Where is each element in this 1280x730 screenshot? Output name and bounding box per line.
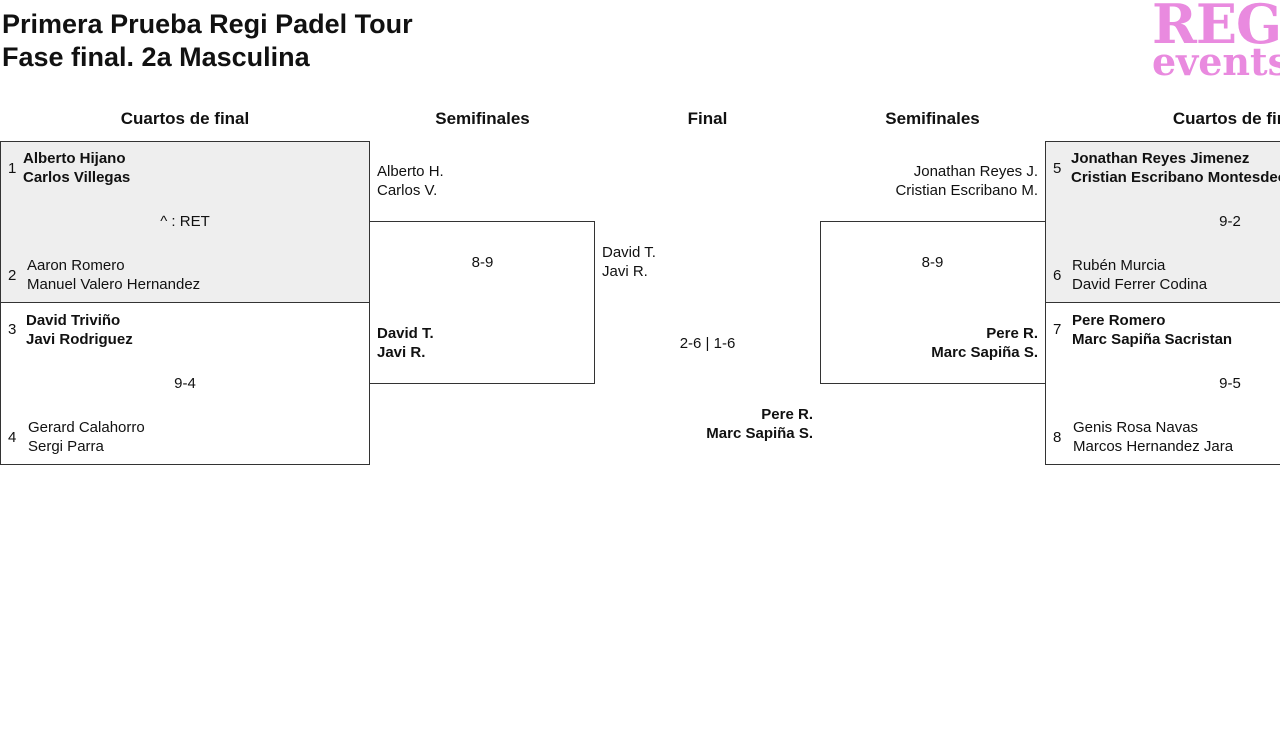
player-name: Alberto H. bbox=[377, 163, 444, 180]
title-line-1: Primera Prueba Regi Padel Tour bbox=[2, 9, 413, 39]
player-name: David Ferrer Codina bbox=[1072, 276, 1208, 293]
seed-6: 6 bbox=[1053, 267, 1062, 284]
header-semifinals-left: Semifinales bbox=[435, 109, 530, 128]
player-name: Cristian Escribano M. bbox=[895, 182, 1038, 199]
qf3-top-team: Jonathan Reyes Jimenez Cristian Escriban… bbox=[1071, 149, 1280, 187]
regi-events-logo: REGI events bbox=[1150, 0, 1280, 86]
page-title: Primera Prueba Regi Padel Tour Fase fina… bbox=[2, 8, 413, 74]
qf3-bottom-team: Rubén Murcia David Ferrer Codina bbox=[1072, 256, 1207, 294]
player-name: Jonathan Reyes J. bbox=[913, 163, 1038, 180]
seed-1: 1 bbox=[8, 160, 17, 177]
sf2-score: 8-9 bbox=[921, 254, 944, 271]
player-name: Sergi Parra bbox=[28, 438, 104, 455]
sf1-bottom-team: David T. Javi R. bbox=[377, 324, 434, 362]
qf2-bottom-team: Gerard Calahorro Sergi Parra bbox=[28, 418, 145, 456]
header-semifinals-right: Semifinales bbox=[885, 109, 980, 128]
title-line-2: Fase final. 2a Masculina bbox=[2, 42, 310, 72]
qf4-top-team: Pere Romero Marc Sapiña Sacristan bbox=[1072, 311, 1232, 349]
seed-8: 8 bbox=[1053, 429, 1062, 446]
header-final: Final bbox=[687, 109, 728, 128]
qf4-bottom-team: Genis Rosa Navas Marcos Hernandez Jara bbox=[1073, 418, 1233, 456]
player-name: Alberto Hijano bbox=[23, 150, 126, 167]
qf1-top-team: Alberto Hijano Carlos Villegas bbox=[23, 149, 130, 187]
player-name: Aaron Romero bbox=[27, 257, 125, 274]
player-name: Carlos V. bbox=[377, 182, 438, 199]
player-name: Pere R. bbox=[986, 325, 1038, 342]
header-quarterfinals-left: Cuartos de final bbox=[120, 109, 250, 128]
player-name: Marc Sapiña S. bbox=[931, 344, 1038, 361]
player-name: Rubén Murcia bbox=[1072, 257, 1166, 274]
seed-5: 5 bbox=[1053, 160, 1062, 177]
player-name: David Triviño bbox=[26, 312, 121, 329]
player-name: Gerard Calahorro bbox=[28, 419, 145, 436]
player-name: Genis Rosa Navas bbox=[1073, 419, 1199, 436]
qf-match-1 bbox=[0, 141, 370, 303]
player-name: Pere R. bbox=[761, 406, 813, 423]
sf1-top-team: Alberto H. Carlos V. bbox=[377, 162, 444, 200]
player-name: Manuel Valero Hernandez bbox=[27, 276, 201, 293]
player-name: Marcos Hernandez Jara bbox=[1073, 438, 1234, 455]
qf2-top-team: David Triviño Javi Rodriguez bbox=[26, 311, 133, 349]
seed-2: 2 bbox=[8, 267, 17, 284]
logo-line-2: events bbox=[1152, 39, 1280, 84]
header-quarterfinals-right: Cuartos de fin bbox=[1172, 109, 1280, 128]
player-name: Pere Romero bbox=[1072, 312, 1166, 329]
seed-4: 4 bbox=[8, 429, 17, 446]
logo-line-1: REGI bbox=[1152, 0, 1280, 56]
sf2-top-team: Jonathan Reyes J. Cristian Escribano M. bbox=[822, 162, 1038, 200]
final-score: 2-6 | 1-6 bbox=[679, 335, 736, 352]
seed-3: 3 bbox=[8, 321, 17, 338]
qf3-score: 9-2 bbox=[1219, 213, 1241, 230]
player-name: Javi R. bbox=[377, 344, 426, 361]
qf-match-3 bbox=[1045, 141, 1280, 303]
player-name: David T. bbox=[377, 325, 434, 342]
sf1-score: 8-9 bbox=[471, 254, 494, 271]
qf1-bottom-team: Aaron Romero Manuel Valero Hernandez bbox=[27, 256, 200, 294]
final-bottom-team: Pere R. Marc Sapiña S. bbox=[600, 405, 813, 443]
sf2-bottom-team: Pere R. Marc Sapiña S. bbox=[822, 324, 1038, 362]
player-name: Javi R. bbox=[602, 263, 648, 280]
player-name: Cristian Escribano Montesdeoca bbox=[1071, 169, 1280, 186]
qf2-score: 9-4 bbox=[174, 375, 196, 392]
player-name: Javi Rodriguez bbox=[26, 331, 133, 348]
sf-match-1 bbox=[369, 221, 595, 384]
qf4-score: 9-5 bbox=[1219, 375, 1241, 392]
player-name: Marc Sapiña Sacristan bbox=[1072, 331, 1233, 348]
player-name: Jonathan Reyes Jimenez bbox=[1071, 150, 1250, 167]
player-name: Carlos Villegas bbox=[23, 169, 131, 186]
qf-match-4 bbox=[1045, 302, 1280, 465]
qf1-score: ^ : RET bbox=[160, 213, 210, 230]
seed-7: 7 bbox=[1053, 321, 1062, 338]
player-name: David T. bbox=[602, 244, 656, 261]
final-top-team: David T. Javi R. bbox=[602, 243, 656, 281]
player-name: Marc Sapiña S. bbox=[706, 425, 813, 442]
